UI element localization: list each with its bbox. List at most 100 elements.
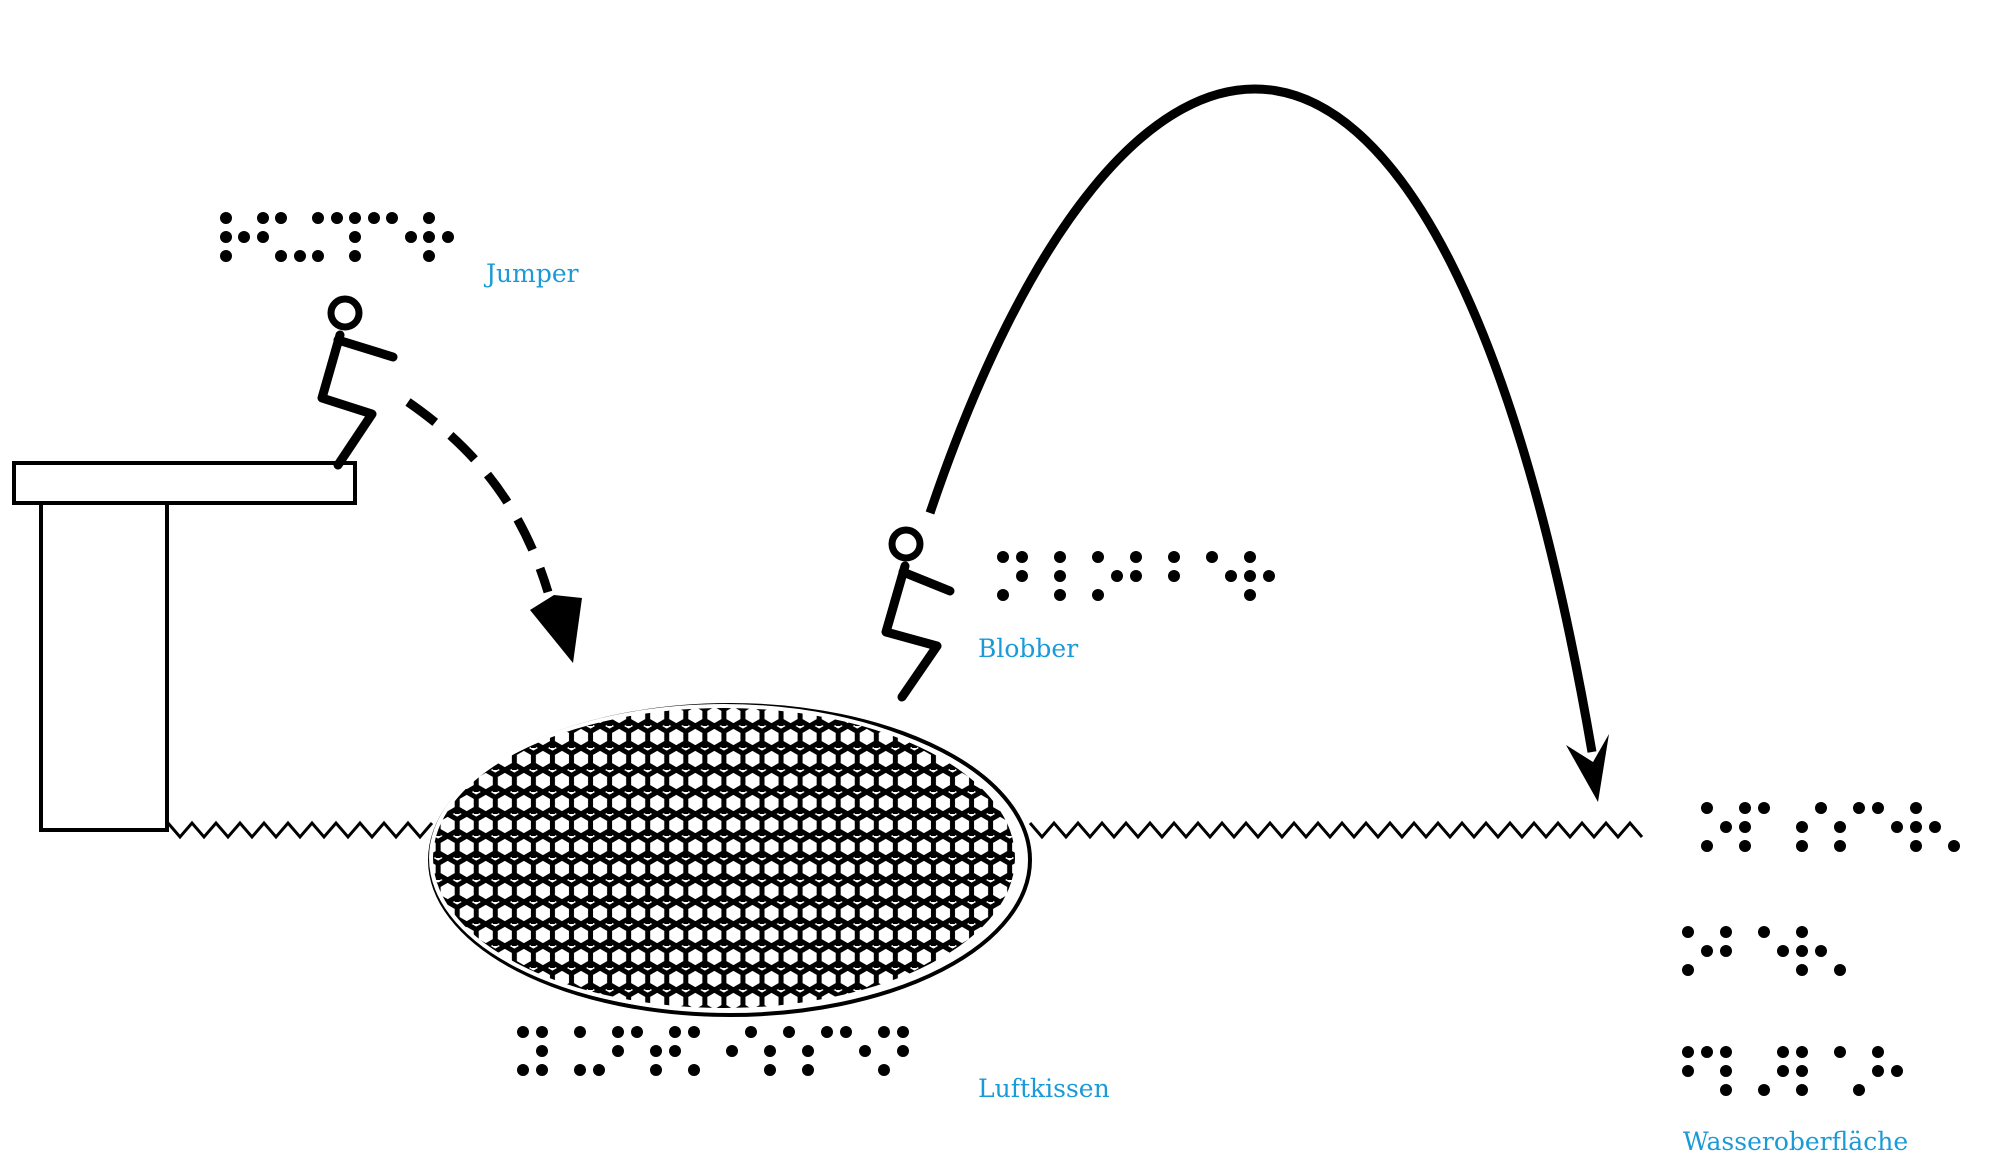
braille-dot bbox=[1853, 802, 1865, 814]
braille-dot bbox=[612, 1045, 624, 1057]
braille-dot bbox=[1796, 1084, 1808, 1096]
braille-dot bbox=[802, 1064, 814, 1076]
braille-dot bbox=[1720, 945, 1732, 957]
braille-dot bbox=[1872, 1065, 1884, 1077]
braille-dot bbox=[294, 250, 306, 262]
braille-dot bbox=[1853, 1084, 1865, 1096]
water-surface-left bbox=[166, 820, 434, 840]
braille-dot bbox=[1777, 1065, 1789, 1077]
braille-dot bbox=[1872, 802, 1884, 814]
braille-dot bbox=[442, 231, 454, 243]
braille-dot bbox=[1720, 1065, 1732, 1077]
braille-dot bbox=[764, 1045, 776, 1057]
braille-dot bbox=[275, 250, 287, 262]
diving-platform bbox=[12, 461, 357, 832]
braille-dot bbox=[997, 589, 1009, 601]
braille-dot bbox=[1891, 821, 1903, 833]
braille-dot bbox=[1777, 1046, 1789, 1058]
braille-dot bbox=[536, 1045, 548, 1057]
air-cushion bbox=[428, 703, 1032, 1017]
braille-dot bbox=[650, 1064, 662, 1076]
hexagon-mesh-pattern bbox=[431, 706, 1017, 1010]
braille-dot bbox=[1701, 945, 1713, 957]
braille-dot bbox=[1168, 570, 1180, 582]
braille-dot bbox=[1701, 802, 1713, 814]
braille-dot bbox=[517, 1026, 529, 1038]
braille-dot bbox=[1758, 926, 1770, 938]
braille-dot bbox=[1910, 802, 1922, 814]
braille-jumper bbox=[220, 212, 454, 262]
platform-board bbox=[12, 461, 357, 505]
braille-dot bbox=[1948, 840, 1960, 852]
braille-dot bbox=[669, 1026, 681, 1038]
braille-dot bbox=[1758, 1084, 1770, 1096]
launch-arrow bbox=[925, 84, 1609, 802]
braille-dot bbox=[574, 1026, 586, 1038]
jumper-figure-icon bbox=[317, 295, 398, 470]
braille-dot bbox=[1682, 1065, 1694, 1077]
braille-dot bbox=[1130, 551, 1142, 563]
braille-dot bbox=[726, 1045, 738, 1057]
braille-dot bbox=[1263, 570, 1275, 582]
platform-pillar bbox=[39, 501, 169, 832]
braille-dot bbox=[1244, 589, 1256, 601]
braille-dot bbox=[517, 1064, 529, 1076]
braille-dot bbox=[1815, 945, 1827, 957]
label-luftkissen: Luftkissen bbox=[978, 1074, 1110, 1103]
braille-dot bbox=[220, 250, 232, 262]
braille-dot bbox=[997, 551, 1009, 563]
braille-dot bbox=[650, 1045, 662, 1057]
braille-dot bbox=[1872, 1046, 1884, 1058]
braille-dot bbox=[1206, 551, 1218, 563]
braille-dot bbox=[1834, 1046, 1846, 1058]
braille-dot bbox=[1739, 840, 1751, 852]
braille-dot bbox=[1016, 570, 1028, 582]
braille-dot bbox=[1777, 945, 1789, 957]
braille-dot bbox=[1796, 1065, 1808, 1077]
braille-dot bbox=[312, 212, 324, 224]
braille-dot bbox=[897, 1026, 909, 1038]
braille-dot bbox=[802, 1045, 814, 1057]
braille-dot bbox=[1834, 840, 1846, 852]
braille-dot bbox=[1682, 964, 1694, 976]
braille-dot bbox=[1054, 589, 1066, 601]
braille-dot bbox=[386, 212, 398, 224]
braille-dot bbox=[275, 212, 287, 224]
braille-dot bbox=[1225, 570, 1237, 582]
braille-dot bbox=[1739, 802, 1751, 814]
braille-dot bbox=[1016, 551, 1028, 563]
braille-dot bbox=[1796, 964, 1808, 976]
braille-dot bbox=[1130, 570, 1142, 582]
braille-dot bbox=[1796, 821, 1808, 833]
cushion-inner-outline bbox=[429, 704, 1019, 1012]
braille-dot bbox=[368, 212, 380, 224]
braille-wasser-2 bbox=[1682, 926, 1846, 976]
braille-dot bbox=[1092, 551, 1104, 563]
braille-dot bbox=[1682, 1046, 1694, 1058]
braille-dot bbox=[764, 1064, 776, 1076]
braille-dot bbox=[1834, 964, 1846, 976]
braille-dot bbox=[536, 1026, 548, 1038]
braille-dot bbox=[1720, 1046, 1732, 1058]
braille-dot bbox=[1111, 570, 1123, 582]
braille-dot bbox=[238, 231, 250, 243]
water-surface-right bbox=[1028, 820, 1644, 840]
braille-dot bbox=[783, 1026, 795, 1038]
braille-dot bbox=[349, 212, 361, 224]
braille-dot bbox=[1815, 802, 1827, 814]
braille-dot bbox=[878, 1064, 890, 1076]
braille-dot bbox=[574, 1064, 586, 1076]
braille-dot bbox=[669, 1045, 681, 1057]
braille-dot bbox=[1720, 821, 1732, 833]
braille-dot bbox=[1720, 926, 1732, 938]
braille-dot bbox=[688, 1026, 700, 1038]
braille-dot bbox=[257, 231, 269, 243]
braille-dot bbox=[897, 1045, 909, 1057]
braille-dot bbox=[1244, 570, 1256, 582]
braille-dot bbox=[1720, 1084, 1732, 1096]
label-wasseroberflaeche: Wasseroberfläche bbox=[1683, 1127, 1908, 1156]
label-blobber: Blobber bbox=[978, 634, 1078, 663]
braille-dot bbox=[349, 250, 361, 262]
braille-dot bbox=[349, 231, 361, 243]
